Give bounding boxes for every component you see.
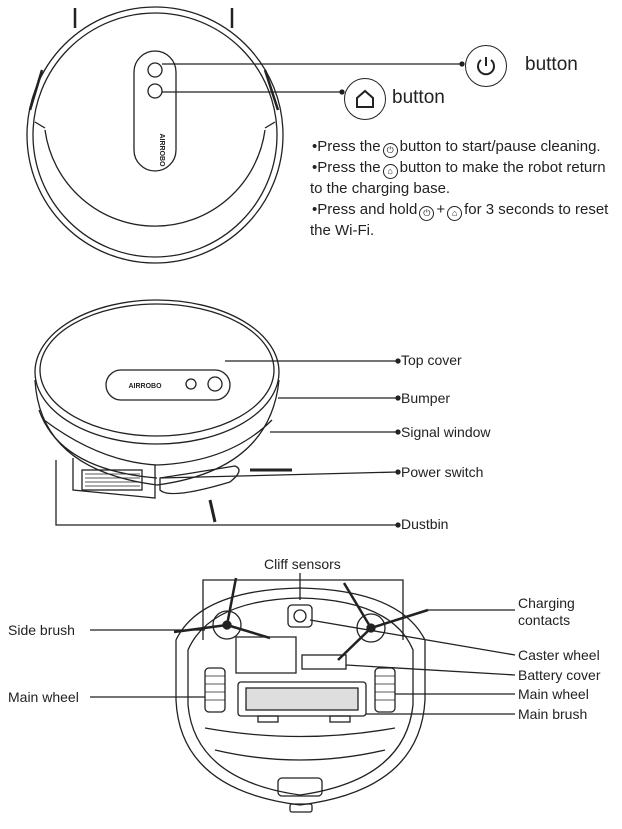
instruction-text: button to start/pause cleaning.: [399, 138, 601, 155]
label-charging-contacts-1: Charging: [518, 595, 575, 611]
bottom-view-robot: [90, 573, 516, 813]
instruction-line-1: •Press the⏻button to start/pause cleanin…: [312, 136, 601, 158]
home-button-callout: [344, 78, 386, 120]
instruction-text: •Press the: [312, 138, 381, 155]
instruction-line-2: •Press the⌂button to make the robot retu…: [312, 157, 606, 179]
label-power-switch: Power switch: [401, 464, 484, 480]
instruction-text: •Press the: [312, 159, 381, 176]
home-icon: ⌂: [382, 164, 398, 179]
svg-text:AIRROBO: AIRROBO: [128, 383, 162, 390]
label-cliff-sensors: Cliff sensors: [264, 556, 341, 572]
home-icon: ⌂: [447, 206, 463, 221]
label-top-cover: Top cover: [401, 352, 462, 368]
home-button-label: button: [392, 87, 445, 108]
label-side-brush: Side brush: [8, 622, 75, 638]
home-icon: [356, 89, 374, 108]
instruction-line-5: the Wi-Fi.: [310, 222, 375, 239]
label-dustbin: Dustbin: [401, 516, 449, 532]
power-button-callout: [465, 45, 507, 87]
power-icon: ⏻: [382, 143, 398, 158]
power-icon: ⏻: [419, 206, 435, 221]
instruction-line-3: to the charging base.: [310, 180, 451, 197]
instruction-text: •Press and hold: [312, 201, 418, 218]
power-icon: [477, 57, 495, 76]
instruction-line-4: •Press and hold⏻+⌂for 3 seconds to reset: [312, 199, 608, 221]
instruction-text: button to make the robot return: [399, 159, 606, 176]
instruction-text: for 3 seconds to reset: [464, 201, 609, 218]
label-charging-contacts-2: contacts: [518, 612, 571, 628]
instruction-text: +: [436, 201, 446, 218]
svg-text:AIRROBO: AIRROBO: [158, 133, 165, 167]
label-main-brush: Main brush: [518, 706, 588, 722]
label-bumper: Bumper: [401, 390, 451, 406]
top-view-robot: AIRROBO: [26, 6, 465, 264]
label-main-wheel-left: Main wheel: [8, 689, 79, 705]
label-main-wheel-right: Main wheel: [518, 686, 589, 702]
label-battery-cover: Battery cover: [518, 667, 601, 683]
label-caster-wheel: Caster wheel: [518, 647, 600, 663]
label-signal-window: Signal window: [401, 424, 491, 440]
perspective-view-robot: AIRROBO: [34, 299, 401, 528]
power-button-label: button: [525, 54, 578, 75]
